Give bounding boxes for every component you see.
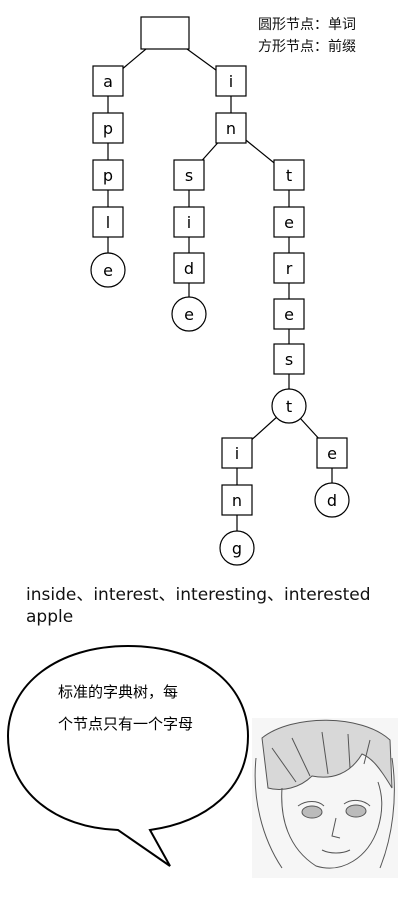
root-box bbox=[140, 16, 190, 50]
node-int: t bbox=[273, 159, 305, 191]
node-inside: e bbox=[171, 296, 207, 332]
node-apple: e bbox=[90, 252, 126, 288]
node-root bbox=[140, 16, 190, 50]
node-a: a bbox=[92, 65, 124, 97]
node-letter: t bbox=[286, 166, 292, 185]
node-letter: p bbox=[103, 119, 113, 138]
bubble-line-2: 个节点只有一个字母 bbox=[58, 715, 194, 733]
node-interes: s bbox=[273, 343, 305, 375]
node-letter: r bbox=[286, 259, 293, 278]
prefix-node-box bbox=[273, 343, 305, 375]
node-insid: d bbox=[173, 252, 205, 284]
node-insi: i bbox=[173, 206, 205, 238]
prefix-node-box bbox=[215, 112, 247, 144]
node-letter: e bbox=[284, 213, 294, 232]
node-letter: s bbox=[185, 166, 193, 185]
node-letter: i bbox=[235, 444, 239, 463]
node-intereste: e bbox=[316, 437, 348, 469]
node-intere: e bbox=[273, 298, 305, 330]
prefix-node-box bbox=[92, 112, 124, 144]
prefix-node-box bbox=[273, 298, 305, 330]
node-letter: t bbox=[286, 397, 292, 416]
node-app: p bbox=[92, 159, 124, 191]
prefix-node-box bbox=[173, 206, 205, 238]
node-interesti: i bbox=[221, 437, 253, 469]
prefix-node-box bbox=[173, 252, 205, 284]
prefix-node-box bbox=[215, 65, 247, 97]
node-letter: s bbox=[285, 350, 293, 369]
bubble-text: 标准的字典树，每 个节点只有一个字母 bbox=[58, 676, 238, 740]
prefix-node-box bbox=[92, 206, 124, 238]
node-letter: i bbox=[229, 72, 233, 91]
word-node-circle bbox=[171, 296, 207, 332]
node-letter: e bbox=[327, 444, 337, 463]
node-letter: p bbox=[103, 166, 113, 185]
node-ap: p bbox=[92, 112, 124, 144]
word-list: inside、interest、interesting、interested a… bbox=[26, 584, 371, 628]
prefix-node-box bbox=[92, 65, 124, 97]
node-letter: i bbox=[187, 213, 191, 232]
legend-circle: 圆形节点：单词 bbox=[258, 17, 356, 33]
word-node-circle bbox=[219, 530, 255, 566]
legend: 圆形节点：单词 方形节点：前缀 bbox=[258, 14, 356, 58]
node-i: i bbox=[215, 65, 247, 97]
word-node-circle bbox=[90, 252, 126, 288]
word-node-circle bbox=[314, 482, 350, 518]
node-inte: e bbox=[273, 206, 305, 238]
prefix-node-box bbox=[221, 437, 253, 469]
node-letter: a bbox=[103, 72, 113, 91]
node-letter: g bbox=[232, 539, 242, 558]
node-letter: d bbox=[327, 491, 337, 510]
node-interest: t bbox=[271, 388, 307, 424]
prefix-node-box bbox=[273, 252, 305, 284]
prefix-node-box bbox=[273, 159, 305, 191]
node-interestin: n bbox=[221, 484, 253, 516]
node-inter: r bbox=[273, 252, 305, 284]
bubble-line-1: 标准的字典树，每 bbox=[58, 683, 179, 701]
node-in: n bbox=[215, 112, 247, 144]
prefix-node-box bbox=[221, 484, 253, 516]
node-letter: n bbox=[232, 491, 242, 510]
manga-portrait-image bbox=[252, 718, 398, 878]
prefix-node-box bbox=[173, 159, 205, 191]
node-letter: d bbox=[184, 259, 194, 278]
node-interested: d bbox=[314, 482, 350, 518]
word-node-circle bbox=[271, 388, 307, 424]
node-ins: s bbox=[173, 159, 205, 191]
prefix-node-box bbox=[273, 206, 305, 238]
word-list-line-1: inside、interest、interesting、interested bbox=[26, 585, 371, 605]
node-letter: l bbox=[106, 213, 110, 232]
node-letter: e bbox=[184, 305, 194, 324]
node-interesting: g bbox=[219, 530, 255, 566]
speech-bubble bbox=[6, 644, 250, 867]
trie-diagram: a p p l e i n s i d e t e r e s t i n g e d bbox=[90, 16, 350, 566]
node-appl: l bbox=[92, 206, 124, 238]
node-letter: e bbox=[103, 261, 113, 280]
word-list-line-2: apple bbox=[26, 607, 74, 627]
legend-square: 方形节点：前缀 bbox=[258, 39, 356, 55]
prefix-node-box bbox=[92, 159, 124, 191]
node-letter: e bbox=[284, 305, 294, 324]
prefix-node-box bbox=[316, 437, 348, 469]
node-letter: n bbox=[226, 119, 236, 138]
